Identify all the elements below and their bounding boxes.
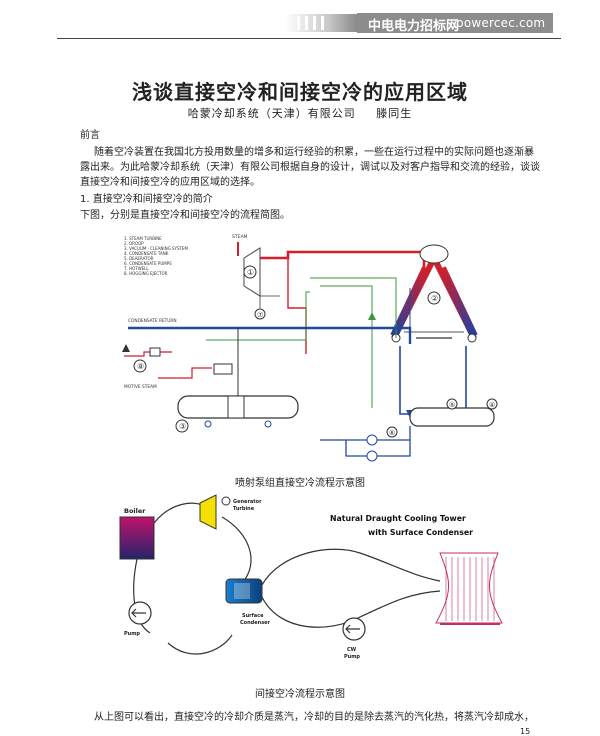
- flow-arrow-up: [368, 312, 376, 320]
- preface-line-2: 露出来。为此哈蒙冷却系统（天津）有限公司根据自身的设计，调试以及对客户指导和交流…: [80, 162, 540, 173]
- marker-label: ⑧: [137, 362, 144, 371]
- turbine-icon: [199, 494, 217, 530]
- document-title: 浅谈直接空冷和间接空冷的应用区域: [132, 80, 468, 104]
- legend-item: 4. CONDENSATE TANK: [124, 251, 169, 256]
- drain-point: [264, 420, 272, 428]
- cooling-tower-base-dots: [440, 623, 500, 625]
- cooling-tower-lattice: [445, 557, 495, 621]
- cooling-tower-shell: [435, 552, 503, 624]
- body-paragraph-line: 从上图可以看出，直接空冷的冷却介质是蒸汽，冷却的目的是除去蒸汽的汽化热，将蒸汽冷…: [94, 712, 534, 723]
- steam-main-line: [258, 250, 426, 268]
- cw-pump-arrow-icon: [345, 624, 360, 634]
- condensate-pump: [366, 450, 378, 462]
- surface-condenser-label-2: Condenser: [240, 620, 271, 626]
- marker-label: ③: [179, 422, 186, 431]
- legend-item: 7. HOTWELL: [124, 266, 149, 271]
- page-number: 15: [520, 727, 531, 736]
- marker-3: [175, 419, 189, 433]
- author-line: 哈蒙冷却系统（天津）有限公司 滕同生: [0, 105, 600, 121]
- ejector-box: [149, 347, 161, 357]
- boiler-block: [119, 516, 155, 560]
- a-frame-right-bundle: [438, 266, 478, 338]
- legend-item: 6. CONDENSATE PUMPS: [124, 261, 172, 266]
- drain-point: [204, 420, 212, 428]
- diagram1-legend: 1. STEAM TURBINE 2. DROOP 3. VACUUM · CL…: [124, 236, 188, 276]
- air-extraction-line-a: [310, 277, 397, 338]
- legend-item: 3. VACUUM · CLEANING SYSTEM: [124, 246, 188, 251]
- marker-label: ⑦: [257, 311, 263, 319]
- marker-label: ②: [431, 294, 438, 303]
- marker-2: [427, 291, 441, 305]
- diagram2-title-line-2: with Surface Condenser: [368, 528, 473, 537]
- cw-pump-label-1: CW: [347, 647, 357, 653]
- header-stripe-decoration: [285, 14, 357, 32]
- motive-steam-line: [158, 367, 212, 379]
- marker-label: ①: [247, 268, 254, 277]
- turbine-exhaust-line: [221, 516, 252, 584]
- marker-label: ④: [489, 401, 495, 409]
- condensate-return-line: [128, 326, 412, 344]
- diagram2-title-line-1: Natural Draught Cooling Tower: [330, 514, 466, 523]
- marker-1: [243, 265, 257, 279]
- figure-2-caption: 间接空冷流程示意图: [255, 689, 345, 700]
- motive-steam-label: MOTIVE STEAM: [124, 384, 157, 390]
- site-logo-en: powercec.com: [456, 16, 546, 30]
- tank-divider: [227, 395, 245, 419]
- site-logo-cn: 中电电力招标网: [368, 19, 460, 34]
- condensate-drain-left: [399, 346, 414, 415]
- indirect-air-cooling-diagram: Boiler Generator Turbine Pump Surface Co…: [119, 494, 503, 660]
- cw-supply-line: [261, 548, 441, 586]
- legend-item: 5. DEAERATOR: [124, 256, 154, 261]
- site-logo-banner: [357, 13, 553, 33]
- cw-return-line: [261, 590, 441, 628]
- legend-item: 1. STEAM TURBINE: [124, 236, 162, 241]
- section-1-intro: 下图，分别是直接空冷和间接空冷的流程简图。: [80, 210, 290, 221]
- surface-condenser-label-1: Surface: [242, 613, 264, 619]
- pump-arrow-icon: [131, 608, 146, 618]
- marker-6: [386, 426, 398, 438]
- generator-label: Generator: [233, 499, 262, 505]
- steam-header-drum: [419, 244, 449, 264]
- cw-pump-label-2: Pump: [344, 654, 360, 660]
- preface-line-3: 直接空冷和间接空冷的应用区域的选择。: [80, 177, 260, 188]
- ejector-line: [206, 291, 310, 341]
- marker-7: [254, 308, 266, 320]
- pump-label: Pump: [124, 631, 140, 637]
- pump-discharge-line: [320, 426, 411, 457]
- marker-5: [446, 398, 458, 410]
- deaerator-tank: [409, 407, 495, 427]
- generator-icon: [221, 496, 231, 506]
- ejector-steam-line: [124, 351, 172, 357]
- marker-8: [133, 359, 147, 373]
- direct-air-cooling-diagram: 1. STEAM TURBINE 2. DROOP 3. VACUUM · CL…: [122, 234, 498, 462]
- surface-condenser-block: [225, 578, 263, 604]
- legend-item: 2. DROOP: [124, 241, 144, 246]
- figure-1-caption: 喷射泵组直接空冷流程示意图: [235, 478, 365, 489]
- section-1-heading: 1. 直接空冷和间接空冷的简介: [80, 194, 213, 205]
- author-name: 滕同生: [376, 107, 413, 120]
- air-extraction-line-b: [320, 285, 373, 408]
- condenser-highlight: [234, 583, 250, 599]
- lower-header-right: [467, 333, 477, 343]
- hotwell-line: [259, 295, 280, 308]
- steam-label: STEAM: [232, 234, 248, 240]
- boiler-steam-line: [153, 502, 207, 524]
- author-org: 哈蒙冷却系统（天津）有限公司: [187, 107, 356, 120]
- marker-label: ⑥: [389, 429, 395, 437]
- page-header: 中电电力招标网 powercec.com: [0, 0, 600, 46]
- ejector-body: [213, 363, 233, 375]
- legend-item: 8. HOGGING EJECTOR: [124, 271, 168, 276]
- turbine-label: Turbine: [233, 506, 255, 512]
- preface-line-1: 随着空冷装置在我国北方投用数量的增多和运行经验的积累，一些在运行过程中的实际问题…: [94, 147, 534, 158]
- condensate-pump: [366, 434, 378, 446]
- marker-label: ⑤: [449, 401, 455, 409]
- condensate-return-label: CONDENSATE RETURN: [128, 318, 177, 324]
- vent-arrow-up: [122, 344, 130, 352]
- marker-4: [486, 398, 498, 410]
- boiler-label: Boiler: [124, 507, 146, 515]
- section-preface-heading: 前言: [80, 130, 100, 141]
- header-rule: [57, 38, 561, 39]
- condensate-line: [167, 634, 233, 655]
